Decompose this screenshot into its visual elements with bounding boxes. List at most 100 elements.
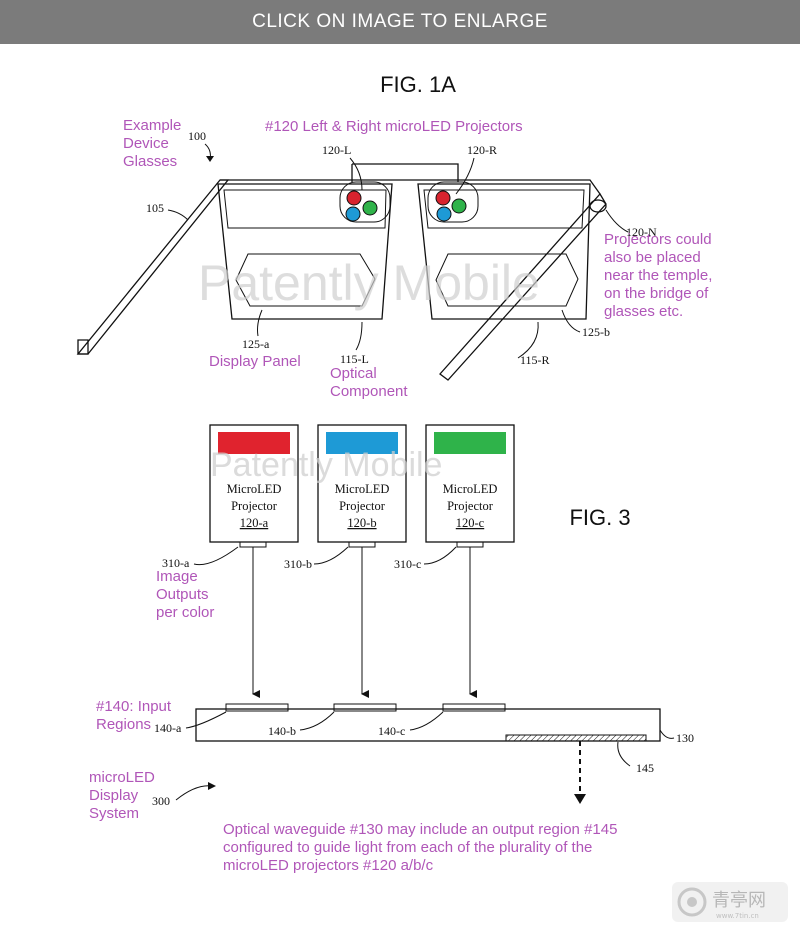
leader-300: [175, 785, 213, 801]
projector-line2: Projector: [231, 499, 278, 513]
note-line: configured to guide light from each of t…: [223, 839, 592, 856]
ref-310a: 310-a: [162, 556, 190, 570]
blue-led: [436, 206, 452, 222]
ref-115L: 115-L: [340, 352, 369, 366]
left-lens-top: [223, 189, 387, 229]
green-led: [451, 198, 467, 214]
note-line: Image: [156, 568, 198, 585]
note-line: Example: [123, 117, 181, 134]
ref-140a: 140-a: [154, 721, 182, 735]
ref-310c: 310-c: [394, 557, 421, 571]
ref-140c: 140-c: [378, 724, 405, 738]
right-lens-top: [423, 189, 585, 229]
note-line: Glasses: [123, 153, 177, 170]
note-example-device: Example Device Glasses: [123, 117, 181, 170]
left-display-panel: [235, 253, 376, 307]
leader-145: [617, 741, 631, 767]
enlarge-banner[interactable]: CLICK ON IMAGE TO ENLARGE: [0, 0, 800, 44]
leader-120L: [349, 157, 363, 191]
note-line: Regions: [96, 716, 151, 733]
ref-105: 105: [146, 201, 164, 215]
right-projector-cluster: [427, 181, 479, 223]
projector-color-bar: [326, 432, 398, 454]
projector-120a: MicroLED Projector 120-a: [209, 424, 299, 548]
waveguide-body: [195, 708, 661, 742]
projector-line2: Projector: [339, 499, 386, 513]
note-line: Optical waveguide #130 may include an ou…: [223, 821, 617, 838]
ref-120N: 120-N: [626, 225, 657, 239]
leader-140a: [185, 711, 227, 729]
projector-id: 120-b: [347, 516, 376, 530]
output-arrowhead: [574, 794, 586, 804]
note-line: Device: [123, 135, 169, 152]
fig3-title: FIG. 3: [569, 505, 630, 530]
projector-line1: MicroLED: [335, 482, 390, 496]
note-system: microLED Display System: [89, 769, 155, 822]
note-image-outputs: Image Outputs per color: [156, 568, 214, 621]
note-line: Component: [330, 383, 408, 400]
note-line: on the bridge of: [604, 285, 709, 302]
site-logo: 青亭网 www.7tin.cn: [672, 882, 788, 922]
ref-120L: 120-L: [322, 143, 351, 157]
leader-120N: [605, 209, 629, 233]
ref-310b: 310-b: [284, 557, 312, 571]
output-region-145: [505, 734, 647, 742]
leader-140b: [299, 711, 335, 731]
projector-120c: MicroLED Projector 120-c: [425, 424, 515, 548]
left-lens: [217, 183, 393, 320]
watermark: Patently Mobile: [210, 446, 442, 484]
temple-hinge: [589, 199, 607, 213]
cluster-housing: [339, 181, 391, 223]
note-line: microLED: [89, 769, 155, 786]
leader-arrowhead: [208, 782, 216, 790]
red-led: [435, 190, 451, 206]
red-led: [346, 190, 362, 206]
note-line: per color: [156, 604, 214, 621]
note-line: System: [89, 805, 139, 822]
ref-300: 300: [152, 794, 170, 808]
note-input-regions: #140: Input Regions: [96, 698, 172, 733]
note-waveguide: Optical waveguide #130 may include an ou…: [223, 821, 617, 874]
watermark: Patently Mobile: [198, 255, 540, 311]
note-line: #140: Input: [96, 698, 172, 715]
note-placement: Projectors could also be placed near the…: [604, 231, 712, 320]
bridge: [351, 163, 459, 182]
ref-140b: 140-b: [268, 724, 296, 738]
glasses-drawing: [76, 163, 607, 381]
note-optical-component: Optical Component: [330, 365, 408, 400]
projector-color-bar: [434, 432, 506, 454]
right-temple: [439, 192, 607, 381]
leader-130: [659, 729, 675, 739]
logo-icon-dot: [687, 897, 697, 907]
left-temple-tip: [77, 339, 89, 355]
green-led: [362, 200, 378, 216]
waveguide-130: [195, 703, 661, 742]
right-lens: [417, 183, 591, 320]
logo-subtext: www.7tin.cn: [716, 912, 759, 920]
cluster-housing: [427, 181, 479, 223]
leader-310a: [193, 546, 239, 566]
logo-text: 青亭网: [712, 890, 766, 911]
ref-120R: 120-R: [467, 143, 497, 157]
right-display-panel: [435, 253, 579, 307]
logo-icon: [677, 887, 707, 917]
projector-line1: MicroLED: [227, 482, 282, 496]
leader-120R: [455, 157, 475, 195]
input-region-140c: [442, 703, 506, 712]
ref-100: 100: [188, 129, 206, 143]
ref-145: 145: [636, 761, 654, 775]
blue-led: [345, 206, 361, 222]
projector-id: 120-c: [456, 516, 485, 530]
note-line: microLED projectors #120 a/b/c: [223, 857, 434, 874]
leader-arrowhead: [206, 156, 214, 162]
patent-figure: FIG. 1A Example Device Glasses 100 #120 …: [76, 72, 788, 922]
leader-310b: [313, 546, 349, 565]
projector-color-bar: [218, 432, 290, 454]
ref-130: 130: [676, 731, 694, 745]
note-line: glasses etc.: [604, 303, 683, 320]
projector-id: 120-a: [240, 516, 269, 530]
left-projector-cluster: [339, 181, 391, 223]
input-region-140b: [333, 703, 397, 712]
leader-140c: [409, 711, 444, 731]
ref-125a: 125-a: [242, 337, 270, 351]
